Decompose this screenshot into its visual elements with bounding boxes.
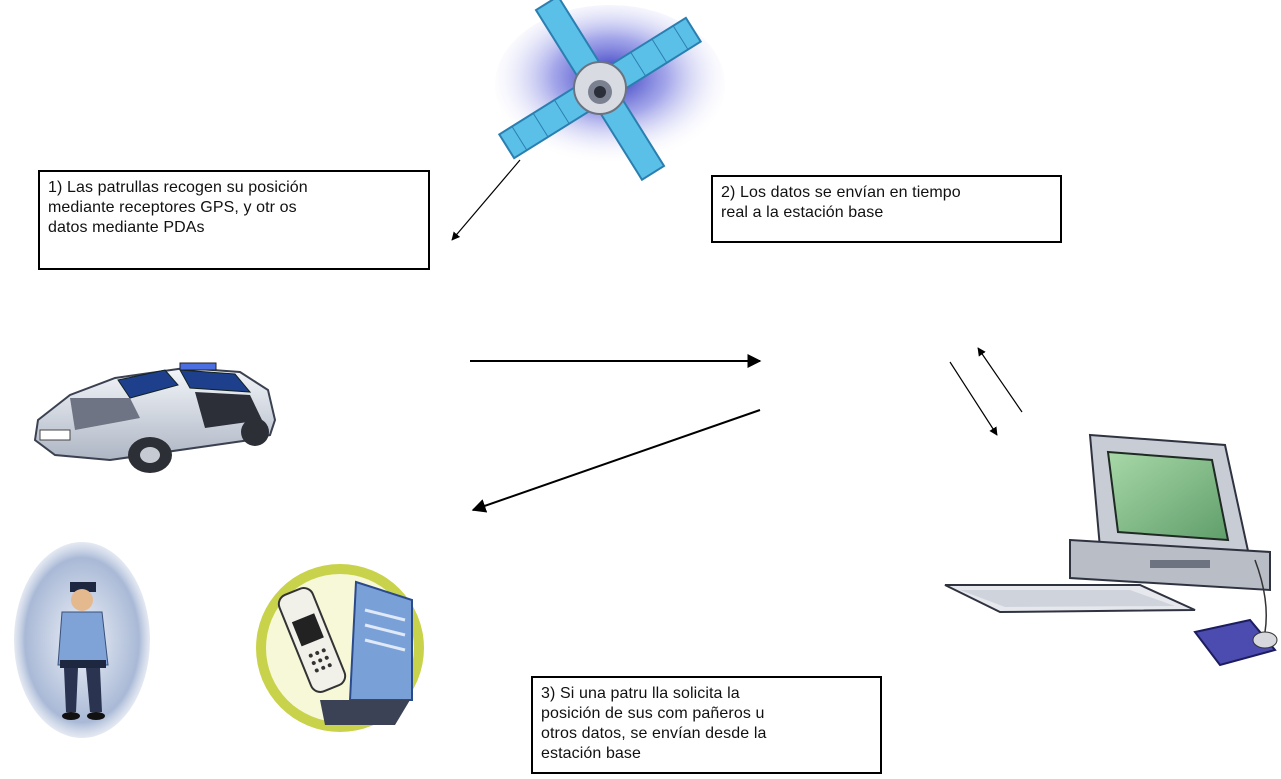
satellite-icon [495, 0, 725, 182]
step-1-line-3: datos mediante PDAs [48, 219, 205, 236]
step-3-line-3: otros datos, se envían desde la [541, 725, 767, 742]
step-1-line-1: 1) Las patrullas recogen su posición [48, 179, 308, 196]
step-3-box: 3) Si una patru lla solicita la posición… [531, 676, 882, 774]
step-1-box: 1) Las patrullas recogen su posición med… [38, 170, 430, 270]
step-2-box: 2) Los datos se envían en tiempo real a … [711, 175, 1062, 243]
arrows [451, 159, 1023, 513]
computer-base-station-icon [944, 433, 1278, 667]
arrow-satellite-to-patrol [451, 159, 521, 241]
step-2-line-1: 2) Los datos se envían en tiempo [721, 184, 961, 201]
step-3-line-1: 3) Si una patru lla solicita la [541, 685, 740, 702]
police-officer-icon [14, 542, 150, 738]
arrow-from-computer [977, 347, 1023, 413]
arrow-to-computer [949, 361, 998, 436]
arrow-base-to-patrol [471, 409, 761, 513]
step-2-line-2: real a la estación base [721, 204, 884, 221]
step-1-line-2: mediante receptores GPS, y otr os [48, 199, 297, 216]
step-3-line-4: estación base [541, 745, 642, 762]
pda-laptop-icon [256, 564, 424, 732]
step-3-line-2: posición de sus com pañeros u [541, 705, 765, 722]
police-car-icon [33, 362, 277, 473]
